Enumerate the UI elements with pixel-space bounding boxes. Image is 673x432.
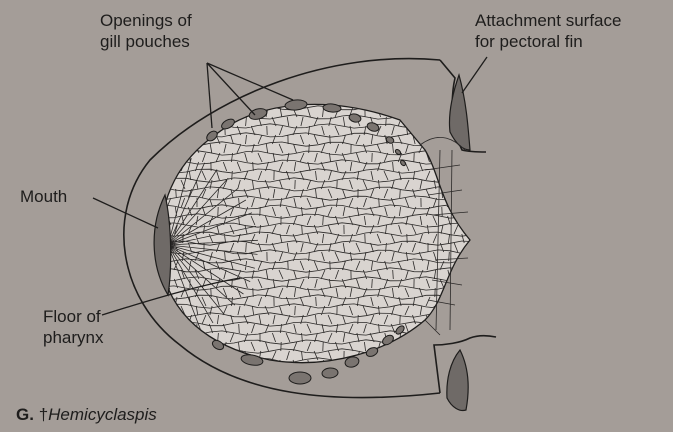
caption-dagger: † — [39, 405, 48, 424]
pectoral-fin-attachment-lower — [447, 350, 468, 411]
leader-mouth — [93, 198, 158, 228]
caption-genus: Hemicyclaspis — [48, 405, 157, 424]
label-floor-of-pharynx: Floor of pharynx — [43, 306, 103, 348]
leader-gill-2 — [207, 63, 255, 115]
pharynx-floor-mosaic — [150, 104, 479, 369]
label-mouth: Mouth — [20, 186, 67, 207]
mouth — [154, 195, 171, 295]
gill-opening — [322, 367, 339, 378]
figure-caption: G. †Hemicyclaspis — [16, 405, 157, 425]
label-pectoral-fin-attachment: Attachment surface for pectoral fin — [475, 10, 621, 52]
gill-opening — [289, 372, 311, 384]
leader-gill-1 — [207, 63, 212, 128]
caption-letter: G. — [16, 405, 34, 424]
leader-pectoral — [462, 57, 487, 93]
label-gill-pouches: Openings of gill pouches — [100, 10, 192, 52]
